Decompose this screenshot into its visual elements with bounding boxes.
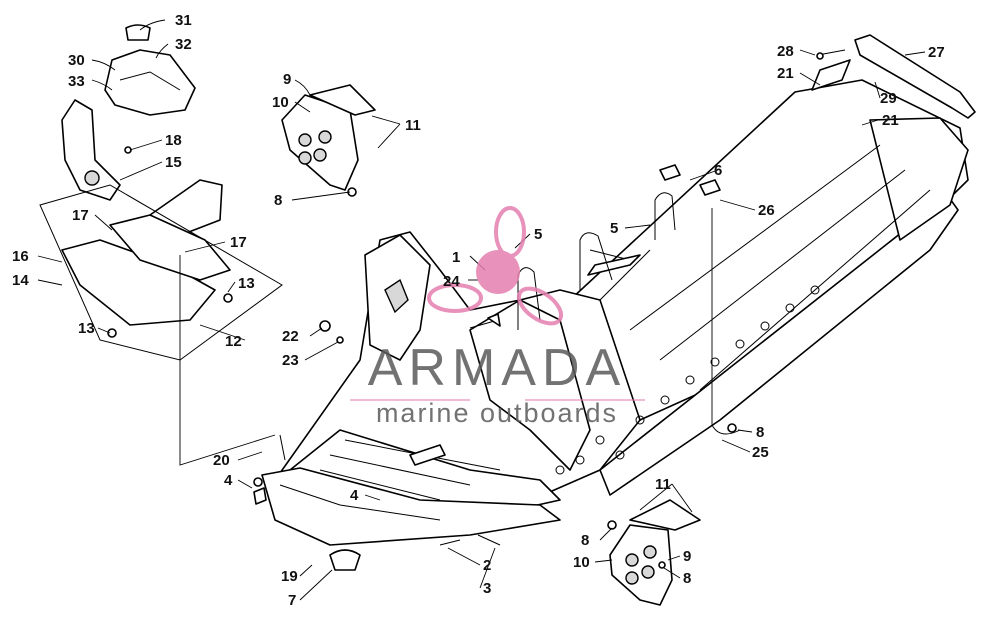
callout-24: 24	[443, 273, 460, 290]
callout-21: 21	[777, 65, 794, 82]
callout-13: 13	[78, 320, 95, 337]
callout-7: 7	[288, 592, 296, 609]
callout-32: 32	[175, 36, 192, 53]
watermark-tagline: marine outboards	[376, 398, 618, 428]
callout-20: 20	[213, 452, 230, 469]
leader-lines	[37, 19, 926, 601]
callout-13: 13	[238, 275, 255, 292]
callout-23: 23	[282, 352, 299, 369]
console-assembly	[39, 24, 283, 466]
callout-6: 6	[714, 162, 722, 179]
callout-19: 19	[281, 568, 298, 585]
callout-8: 8	[683, 570, 691, 587]
callout-2: 2	[483, 557, 491, 574]
rail-holes	[555, 285, 820, 475]
callout-14: 14	[12, 272, 29, 289]
callout-30: 30	[68, 52, 85, 69]
callout-18: 18	[165, 132, 182, 149]
callout-33: 33	[68, 73, 85, 90]
callout-29: 29	[880, 90, 897, 107]
propeller-logo-icon	[427, 206, 564, 326]
callout-labels: 31 32 30 33 18 15 17 17 16 14 13 13 12 9…	[12, 12, 945, 609]
callout-12: 12	[225, 333, 242, 350]
callout-26: 26	[758, 202, 775, 219]
callout-1: 1	[452, 249, 460, 266]
callout-10: 10	[272, 94, 289, 111]
foot-guard-upper	[281, 84, 376, 197]
chassis-tunnel	[261, 79, 969, 546]
callout-25: 25	[752, 444, 769, 461]
callout-4: 4	[350, 487, 359, 504]
callout-16: 16	[12, 248, 29, 265]
callout-28: 28	[777, 43, 794, 60]
callout-9: 9	[683, 548, 691, 565]
callout-11: 11	[405, 117, 421, 134]
callout-31: 31	[175, 12, 192, 29]
foot-guard-lower	[607, 499, 701, 606]
callout-5: 5	[610, 220, 618, 237]
callout-8: 8	[581, 532, 589, 549]
callout-9: 9	[283, 71, 291, 88]
callout-8: 8	[274, 192, 282, 209]
callout-22: 22	[282, 328, 299, 345]
callout-8: 8	[756, 424, 764, 441]
callout-17: 17	[72, 207, 89, 224]
callout-4: 4	[224, 472, 233, 489]
callout-10: 10	[573, 554, 590, 571]
callout-11: 11	[655, 476, 671, 493]
watermark-brand: ARMADA	[368, 339, 626, 397]
callout-5: 5	[534, 226, 542, 243]
callout-21: 21	[882, 112, 899, 129]
rear-bumper	[811, 34, 976, 119]
callout-15: 15	[165, 154, 182, 171]
hardware	[253, 164, 741, 571]
watermark: ARMADA marine outboards	[350, 206, 645, 428]
callout-17: 17	[230, 234, 247, 251]
callout-3: 3	[483, 580, 491, 597]
callout-27: 27	[928, 44, 945, 61]
